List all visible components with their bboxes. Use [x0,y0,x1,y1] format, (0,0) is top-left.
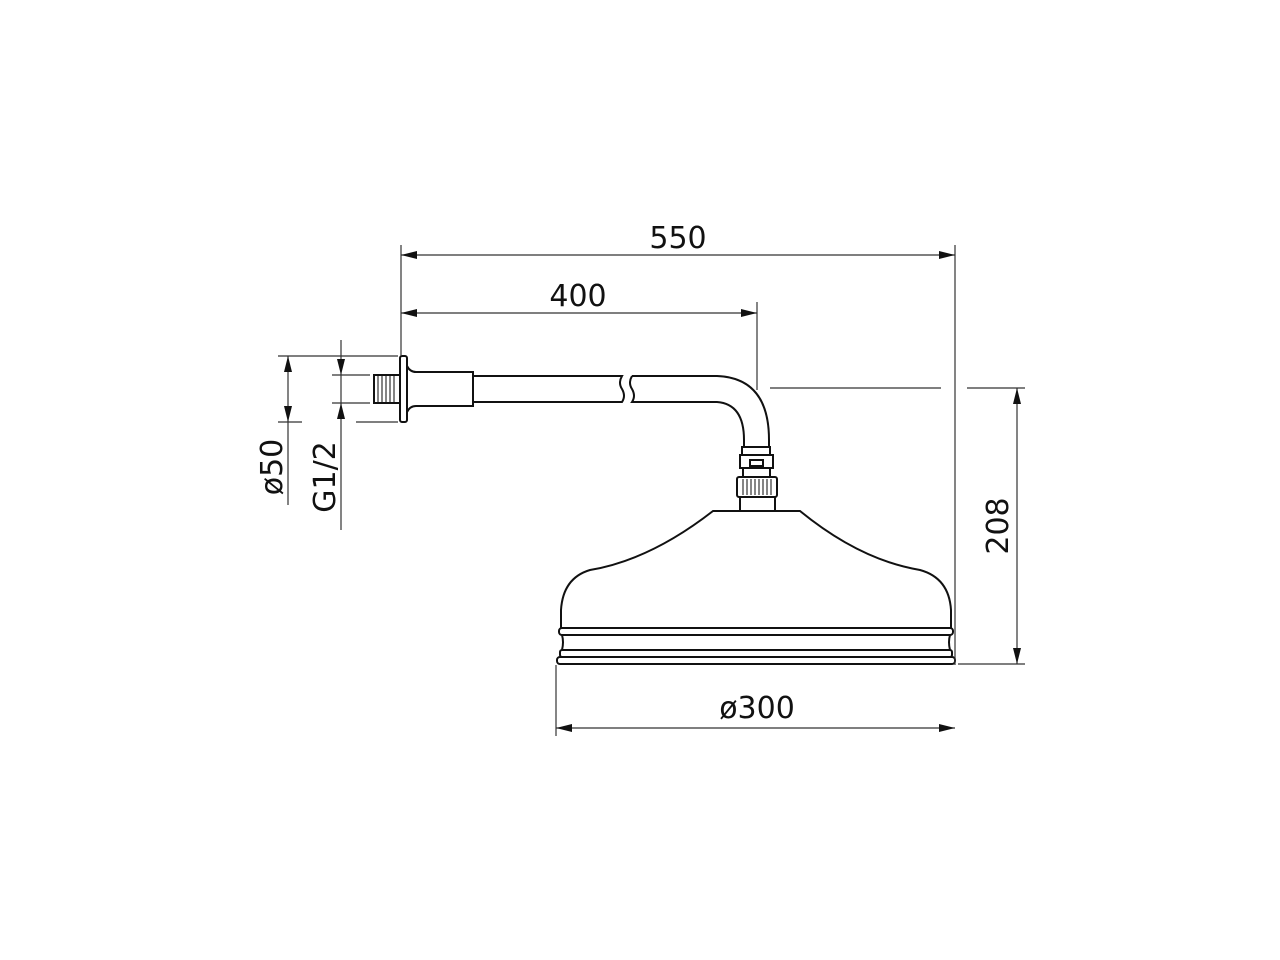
dim-height: 208 [981,497,1016,554]
dim-overall-length: 550 [649,221,706,256]
dimension-lines [278,245,1025,736]
dim-head-diameter: ø300 [719,691,795,726]
shower-arm [373,355,770,447]
dim-flange-diameter: ø50 [255,439,290,496]
dim-thread: G1/2 [308,441,343,513]
connector-fittings [736,446,778,512]
dim-arm-length: 400 [549,279,606,314]
shower-head [556,510,956,665]
dimension-arrows [284,251,1021,732]
